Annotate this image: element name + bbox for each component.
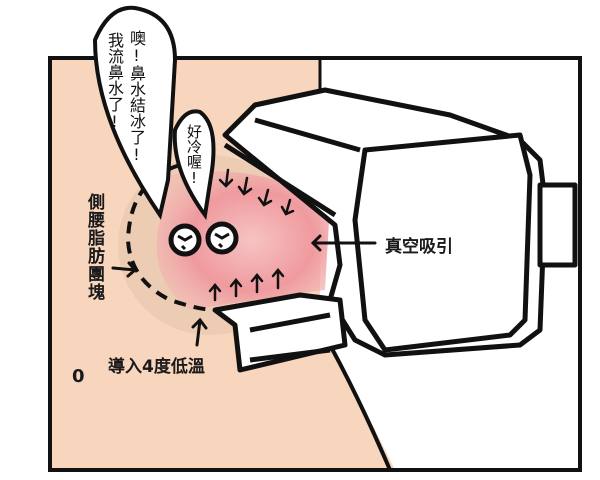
vacuum-arrows: [111, 168, 377, 347]
vacuum-label: 真空吸引: [385, 237, 453, 257]
speech-text-small: 好冷喔!: [185, 124, 203, 187]
character-eyes: [168, 221, 239, 257]
speech-text-big-2: 我流鼻水了!: [105, 32, 124, 131]
panel-frame: [48, 56, 582, 472]
side-fat-label: 側腰脂肪團塊: [84, 193, 104, 301]
speech-text-big: 噢!鼻水結冰了!: [127, 30, 146, 164]
mark-label: 0: [72, 366, 85, 387]
cryo-machine: [212, 87, 578, 373]
low-temp-label: 導入4度低溫: [108, 357, 205, 377]
speech-bubble-big: [92, 5, 178, 220]
speech-bubble-small: [172, 109, 216, 221]
